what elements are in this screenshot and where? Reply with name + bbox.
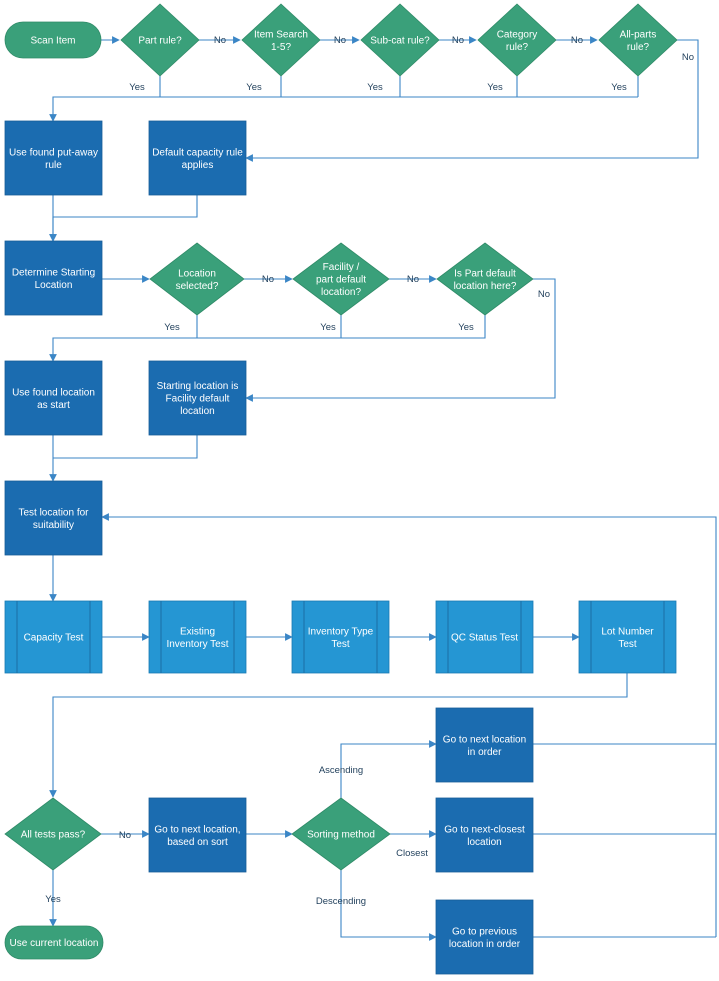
subcat-rule-decision-label: Sub-cat rule? — [370, 36, 430, 47]
scan-item-terminator-label: Scan Item — [30, 36, 75, 47]
connector-default-to-determine — [49, 195, 198, 242]
label-yes-part-default: Yes — [458, 322, 474, 333]
label-yes-selected: Yes — [164, 322, 180, 333]
label-yes-facility: Yes — [320, 322, 336, 333]
subcat-rule-decision: Sub-cat rule? — [360, 3, 440, 77]
part-rule-decision: Part rule? — [120, 3, 200, 77]
qc-status-test-box-label: QC Status Test — [451, 633, 518, 644]
label-ascending: Ascending — [319, 765, 363, 776]
label-no-part-default: No — [538, 289, 550, 300]
go-next-sort-box-label: Go to next location,based on sort — [154, 824, 240, 848]
label-no-part: No — [214, 35, 226, 46]
connector-part-default-no — [245, 278, 556, 402]
use-current-location-terminator: Use current location — [4, 925, 104, 960]
all-tests-pass-decision: All tests pass? — [4, 797, 102, 871]
label-no-facility: No — [407, 274, 419, 285]
label-no-allparts: No — [682, 52, 694, 63]
connector-loop-to-test — [101, 513, 717, 937]
capacity-test-box: Capacity Test — [4, 600, 103, 674]
go-next-sort-box: Go to next location,based on sort — [148, 797, 247, 873]
connector-ascending — [340, 740, 437, 798]
label-yes-all-pass: Yes — [45, 894, 61, 905]
label-descending: Descending — [316, 896, 366, 907]
label-yes-subcat: Yes — [367, 82, 383, 93]
label-no-category: No — [571, 35, 583, 46]
connector-yes-to-putaway — [49, 96, 638, 122]
all-tests-pass-decision-label: All tests pass? — [21, 830, 86, 841]
label-yes-category: Yes — [487, 82, 503, 93]
scan-item-terminator: Scan Item — [4, 21, 102, 59]
label-no-subcat: No — [452, 35, 464, 46]
connectors — [49, 36, 717, 941]
use-current-location-terminator-label: Use current location — [10, 938, 99, 949]
label-no-selected: No — [262, 274, 274, 285]
qc-status-test-box: QC Status Test — [435, 600, 534, 674]
connector-yes-to-found-location — [49, 315, 486, 362]
capacity-test-box-label: Capacity Test — [24, 633, 84, 644]
label-yes-part: Yes — [129, 82, 145, 93]
connector-facility-default-to-test — [53, 435, 198, 459]
label-no-all-pass: No — [119, 830, 131, 841]
sorting-method-decision-label: Sorting method — [307, 830, 375, 841]
sorting-method-decision: Sorting method — [291, 797, 391, 871]
connector-allparts-no — [245, 39, 699, 162]
label-no-item: No — [334, 35, 346, 46]
label-yes-item: Yes — [246, 82, 262, 93]
label-yes-allparts: Yes — [611, 82, 627, 93]
connector-lot-to-all-pass — [49, 673, 628, 798]
label-closest: Closest — [396, 848, 428, 859]
connector-descending — [340, 870, 437, 941]
part-rule-decision-label: Part rule? — [138, 36, 182, 47]
